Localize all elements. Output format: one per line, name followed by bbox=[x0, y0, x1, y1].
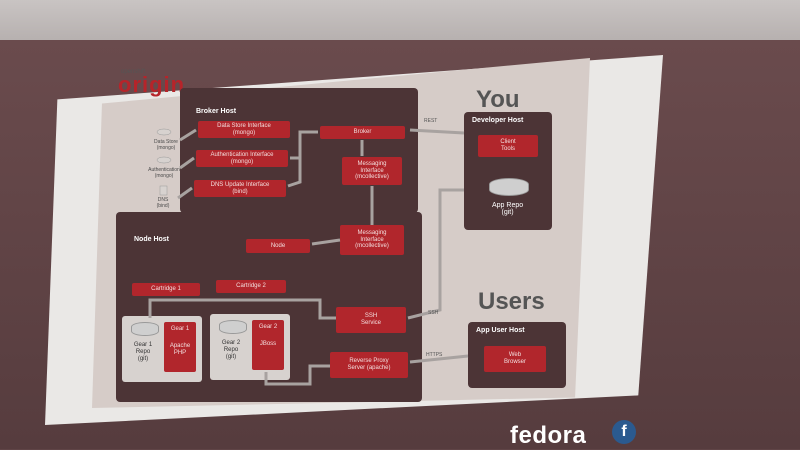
gear-2-app-label: JBoss bbox=[259, 340, 277, 347]
logo-prefix: openshift bbox=[121, 69, 146, 75]
fedora-infinity-icon: f bbox=[612, 420, 636, 444]
gear-2-label: Gear 2 bbox=[258, 324, 278, 330]
node-messaging-interface-box: Messaging Interface (mcollective) bbox=[340, 225, 404, 255]
cartridge-1-box: Cartridge 1 bbox=[132, 283, 200, 296]
dns-label: DNS (bind) bbox=[156, 197, 170, 209]
gear-1-repo-label: Gear 1 Repo (git) bbox=[133, 342, 153, 362]
gear-1-repo-cylinder-icon bbox=[131, 322, 159, 336]
gear-2-repo-label: Gear 2 Repo (git) bbox=[221, 340, 241, 360]
dns-interface-box: DNS Update Interface (bind) bbox=[194, 180, 286, 197]
node-host-title: Node Host bbox=[134, 236, 169, 243]
data-store-interface-box: Data Store Interface (mongo) bbox=[198, 121, 290, 138]
gear-2-repo-cylinder-icon bbox=[219, 320, 247, 334]
ssh-service-box: SSH Service bbox=[336, 307, 406, 333]
node-box: Node bbox=[246, 239, 310, 253]
you-title: You bbox=[476, 86, 520, 113]
app-user-host-title: App User Host bbox=[476, 327, 525, 334]
broker-messaging-interface-box: Messaging Interface (mcollective) bbox=[342, 157, 402, 185]
users-title: Users bbox=[478, 288, 545, 315]
client-tools-box: Client Tools bbox=[478, 135, 538, 157]
broker-box: Broker bbox=[320, 126, 405, 139]
app-repo-label: App Repo (git) bbox=[492, 202, 524, 216]
cartridge-2-box: Cartridge 2 bbox=[216, 280, 286, 293]
gear-2-box: Gear 2 JBoss bbox=[252, 320, 284, 370]
rest-label: REST bbox=[424, 118, 438, 124]
auth-interface-box: Authentication Interface (mongo) bbox=[196, 150, 288, 167]
broker-host-title: Broker Host bbox=[196, 108, 237, 115]
developer-host-title: Developer Host bbox=[472, 117, 524, 124]
gear-1-app-label: Apache PHP bbox=[169, 342, 191, 356]
dns-document-icon bbox=[159, 185, 168, 196]
origin-logo: origin bbox=[118, 72, 186, 97]
gear-1-box: Gear 1 Apache PHP bbox=[164, 322, 196, 372]
fedora-brand: fedora bbox=[510, 422, 587, 449]
developer-host-panel bbox=[464, 112, 552, 230]
ssh-label: SSH bbox=[428, 310, 439, 316]
app-repo-cylinder-icon bbox=[489, 178, 529, 196]
authentication-label: Authentication (mongo) bbox=[148, 167, 180, 179]
data-store-label: Data Store (mongo) bbox=[154, 139, 178, 151]
https-label: HTTPS bbox=[426, 352, 443, 358]
data-store-cylinder-icon bbox=[156, 128, 172, 136]
authentication-cylinder-icon bbox=[156, 156, 172, 164]
reverse-proxy-box: Reverse Proxy Server (apache) bbox=[330, 352, 408, 378]
web-browser-box: Web Browser bbox=[484, 346, 546, 372]
gear-1-label: Gear 1 bbox=[170, 326, 190, 332]
